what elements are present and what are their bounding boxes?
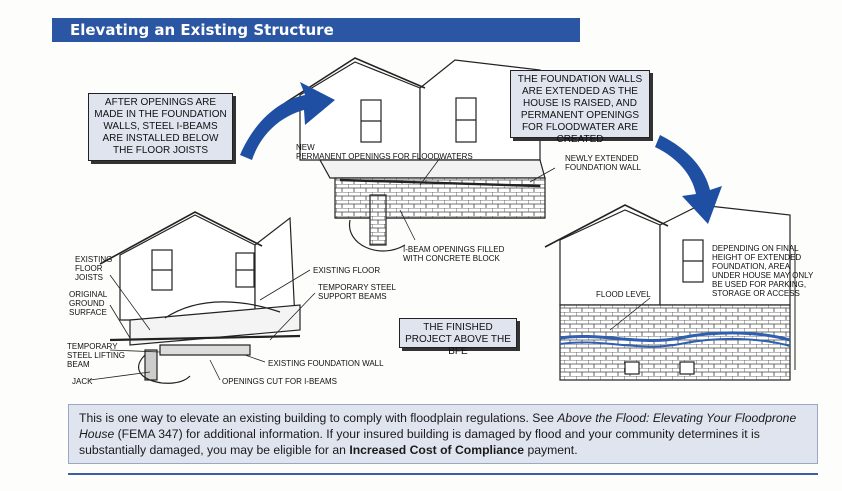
callout-foundation-walls: THE FOUNDATION WALLS ARE EXTENDED AS THE…: [510, 70, 650, 145]
info-box: This is one way to elevate an existing b…: [68, 404, 818, 464]
label-new-openings: NEW PERMANENT OPENINGS FOR FLOODWATERS: [296, 143, 473, 161]
left-house: [99, 211, 301, 384]
info-text-2: (FEMA 347) for additional information. I…: [79, 427, 760, 457]
label-flood-level: FLOOD LEVEL: [596, 290, 651, 299]
label-depending: DEPENDING ON FINAL HEIGHT OF EXTENDED FO…: [712, 244, 814, 298]
leader-lines: [89, 157, 651, 381]
label-existing-floor-joists: EXISTING FLOOR JOISTS: [75, 255, 113, 282]
label-newly-extended: NEWLY EXTENDED FOUNDATION WALL: [565, 154, 642, 172]
label-original-ground: ORIGINAL GROUND SURFACE: [69, 290, 108, 317]
label-temporary-lifting: TEMPORARY STEEL LIFTING BEAM: [67, 342, 125, 369]
middle-house: [284, 57, 546, 252]
callout-finished-project: THE FINISHED PROJECT ABOVE THE BFE: [399, 318, 517, 357]
label-existing-floor: EXISTING FLOOR: [313, 266, 381, 275]
callout-after-openings: AFTER OPENINGS ARE MADE IN THE FOUNDATIO…: [88, 93, 233, 161]
bottom-rule: [68, 473, 818, 475]
label-temporary-support: TEMPORARY STEEL SUPPORT BEAMS: [318, 283, 396, 301]
header-bar: Elevating an Existing Structure: [52, 18, 580, 42]
publication-title: Above the Flood: Elevating Your Floodpro…: [79, 411, 797, 441]
right-house: [544, 204, 796, 381]
label-jack: JACK: [72, 377, 93, 386]
info-text-1: This is one way to elevate an existing b…: [79, 411, 558, 425]
label-openings-cut: OPENINGS CUT FOR I-BEAMS: [222, 377, 337, 386]
info-text-3: payment.: [524, 443, 578, 457]
label-ibeam-openings: I-BEAM OPENINGS FILLED WITH CONCRETE BLO…: [403, 245, 505, 263]
page-title: Elevating an Existing Structure: [70, 21, 334, 39]
curved-arrow-icon: [240, 82, 722, 224]
program-name: Increased Cost of Compliance: [349, 443, 525, 457]
label-existing-foundation: EXISTING FOUNDATION WALL: [268, 359, 384, 368]
elevation-diagram: [89, 57, 796, 384]
